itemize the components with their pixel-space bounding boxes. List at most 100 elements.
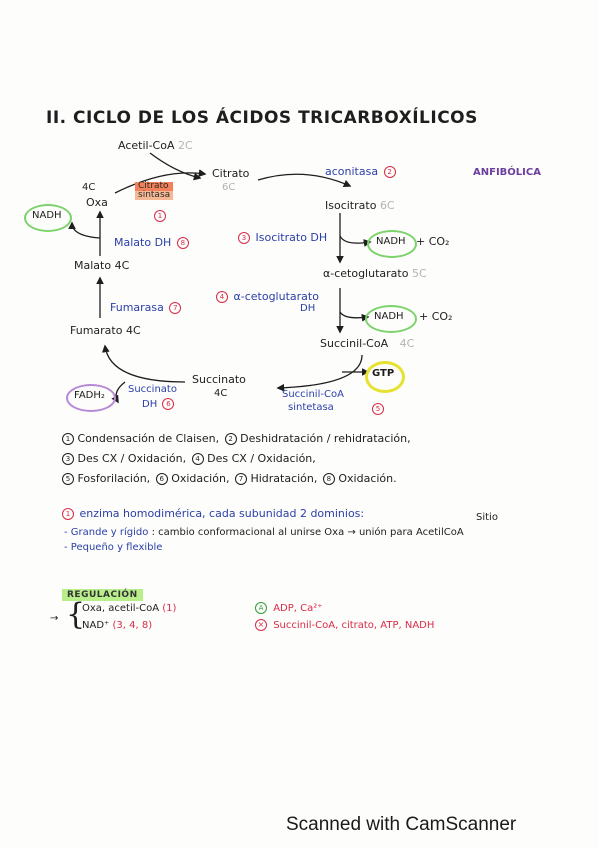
citrato-sintasa-label: Citrato sintasa (135, 182, 174, 200)
co2-cetoglutarato-label: + CO₂ (419, 310, 453, 323)
isocitrato-dh-label: 3 Isocitrato DH (238, 232, 327, 244)
arrow-citrato-to-isocitrato (257, 173, 352, 188)
citrato-sintasa-line2: sintasa (135, 191, 174, 200)
isocitrato-dh-step-number: 3 (238, 232, 250, 244)
legend-step-6-number: 6 (155, 473, 168, 485)
legend-step-6-text: Oxidación, (171, 472, 230, 485)
succinil-sintetasa-line1: Succinil-CoA (282, 389, 344, 400)
malato-dh-label: Malato DH 8 (114, 237, 189, 249)
fumarasa-label: Fumarasa 7 (110, 301, 182, 314)
succinato-dh-step-number: 6 (162, 398, 175, 410)
legend-step-7-number: 7 (234, 473, 247, 485)
regulacion-bullet: → (50, 613, 59, 624)
fumarasa-step-number: 7 (169, 302, 182, 314)
fadh2-label: FADH₂ (74, 390, 105, 401)
page-title: II. CICLO DE LOS ÁCIDOS TRICARBOXÍLICOS (46, 108, 478, 128)
enzyme-domain-small: - Pequeño y flexible (64, 542, 163, 553)
acetil-coa-label: Acetil-CoA 2C (118, 140, 193, 151)
regulacion-oxa-acetilcoa: Oxa, acetil-CoA (82, 603, 160, 614)
co2-isocitrato-label: + CO₂ (416, 235, 450, 248)
succinil-sintetasa-step: 5 (370, 399, 384, 415)
arrow-oxa-to-citrato (114, 169, 207, 194)
malato-carbons: 4C (114, 259, 130, 272)
regulacion-nad: NAD⁺ (82, 620, 110, 631)
acetil-coa-name: Acetil-CoA (118, 139, 175, 152)
legend-step-1-text: Condensación de Claisen, (77, 432, 220, 445)
anfibolica-label: ANFIBÓLICA (473, 167, 541, 178)
fumarato-label: Fumarato 4C (70, 325, 141, 336)
legend-step-8-text: Oxidación. (338, 472, 397, 485)
legend-step-4-number: 4 (191, 453, 204, 465)
cetoglutarato-dh-label: 4 α-cetoglutarato (216, 291, 319, 303)
enzyme-note-line: 1 enzima homodimérica, cada subunidad 2 … (62, 508, 364, 520)
isocitrato-carbons: 6C (379, 199, 395, 212)
regulacion-nad-steps: (3, 4, 8) (112, 620, 153, 631)
malato-name: Malato (74, 259, 112, 272)
succinato-dh-line2: DH 6 (142, 398, 175, 410)
arrow-malato-to-nadh (68, 221, 101, 239)
succinil-coa-name: Succinil-CoA (320, 337, 389, 350)
legend-line-2: 3 Des CX / Oxidación, 4 Des CX / Oxidaci… (62, 453, 316, 465)
oxa-carbons: 4C (82, 182, 96, 193)
succinato-carbons: 4C (214, 388, 228, 399)
succinil-coa-carbons: 4C (399, 337, 415, 350)
regulacion-header: REGULACIÓN (62, 584, 143, 601)
oxa-label: Oxa (86, 196, 108, 209)
nadh-cetoglutarato-label: NADH (374, 311, 404, 322)
regulacion-header-text: REGULACIÓN (62, 589, 143, 601)
aconitasa-name: aconitasa (325, 165, 379, 178)
citrato-label: Citrato (212, 167, 250, 180)
arrow-succinato-to-fadh2 (111, 381, 126, 404)
arrow-acetilcoa-to-citrato (149, 152, 202, 181)
succinato-dh-suffix: DH (142, 399, 158, 410)
gtp-label: GTP (372, 368, 395, 379)
enzyme-domain-large: - Grande y rígido : cambio conformaciona… (64, 528, 464, 538)
nadh-green-ring-isocitrato (367, 230, 417, 258)
arrow-succinato-to-fumarato (102, 344, 186, 383)
legend-step-3-text: Des CX / Oxidación, (77, 452, 187, 465)
malato-label: Malato 4C (74, 260, 129, 271)
citrato-sintasa-step: 1 (152, 206, 166, 222)
inhibidor-symbol-icon: × (255, 619, 267, 631)
legend-step-2-text: Deshidratación / rehidratación, (240, 432, 411, 445)
nadh-green-ring-malato (24, 204, 72, 232)
malato-dh-name: Malato DH (114, 236, 172, 249)
citrato-carbons: 6C (222, 182, 236, 193)
legend-step-8-number: 8 (322, 473, 335, 485)
activador-symbol-icon: A (255, 602, 267, 614)
legend-line-1: 1 Condensación de Claisen, 2 Deshidratac… (62, 433, 411, 445)
aconitasa-label: aconitasa 2 (325, 166, 396, 178)
fumarato-carbons: 4C (125, 324, 141, 337)
acetil-coa-carbons: 2C (177, 139, 193, 152)
cetoglutarato-dh-name: α-cetoglutarato (233, 290, 319, 303)
gtp-yellow-ring (365, 361, 405, 393)
succinil-coa-label: Succinil-CoA 4C (320, 338, 414, 349)
legend-step-3-number: 3 (62, 453, 74, 465)
nadh-isocitrato-label: NADH (376, 236, 406, 247)
legend-step-5-number: 5 (62, 473, 74, 485)
domain-large-text: : cambio conformacional al unirse Oxa → … (151, 527, 464, 538)
cetoglutarato-dh-suffix: DH (300, 303, 316, 314)
regulacion-left-line-2: NAD⁺ (3, 4, 8) (82, 621, 152, 631)
regulacion-oxa-steps: (1) (162, 603, 177, 614)
regulacion-brace: { (66, 597, 86, 632)
cetoglutarato-name: α-cetoglutarato (323, 267, 409, 280)
fadh2-purple-ring (66, 384, 116, 412)
regulacion-inhibidores: × Succinil-CoA, citrato, ATP, NADH (255, 619, 434, 631)
nadh-green-ring-cetoglutarato (365, 305, 417, 333)
cetoglutarato-dh-step-number: 4 (216, 291, 228, 303)
citrato-sintasa-line1: Citrato (135, 182, 174, 191)
fumarasa-name: Fumarasa (110, 301, 164, 314)
nadh-malato-label: NADH (32, 210, 62, 221)
legend-line-3: 5 Fosforilación, 6 Oxidación, 7 Hidratac… (62, 473, 397, 485)
malato-dh-step-number: 8 (176, 237, 189, 249)
enzyme-note-number: 1 (62, 508, 74, 520)
domain-large-label: - Grande y rígido (64, 527, 149, 538)
enzyme-note-text: enzima homodimérica, cada subunidad 2 do… (79, 507, 365, 520)
succinato-label: Succinato (192, 373, 246, 386)
succinato-dh-line1: Succinato (128, 384, 177, 395)
cetoglutarato-label: α-cetoglutarato 5C (323, 268, 427, 279)
arrow-isocitrato-to-nadh (339, 235, 372, 247)
